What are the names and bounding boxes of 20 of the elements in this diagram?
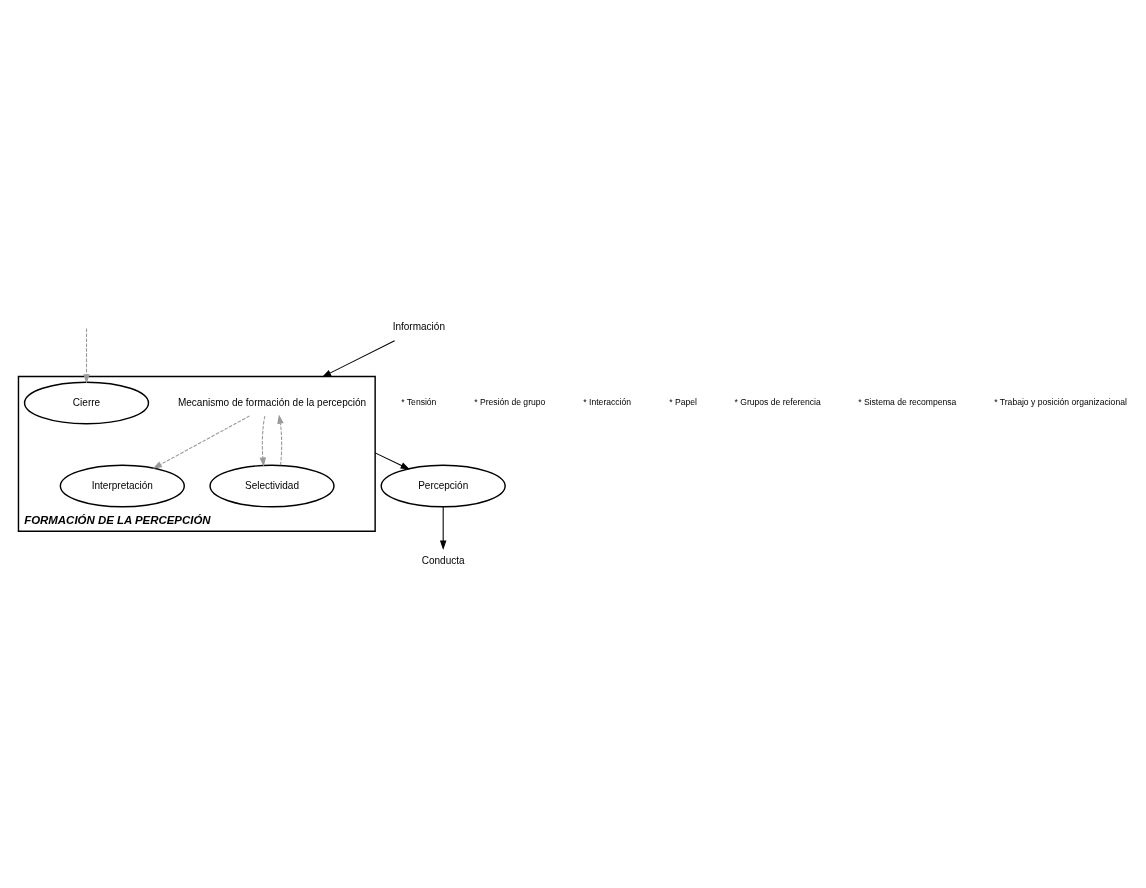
label: * Interacción <box>583 396 632 407</box>
arrow <box>277 413 284 466</box>
arrow <box>439 505 447 550</box>
arrow <box>321 339 396 377</box>
label: * Presión de grupo <box>474 396 546 407</box>
arrow <box>374 451 410 469</box>
label: * Papel <box>669 396 697 407</box>
label: * Grupos de referencia <box>734 396 821 407</box>
node-text: Información <box>392 320 445 332</box>
node-text: Mecanismo de formación de la percepción <box>177 396 367 408</box>
node-ellipse: Cierre <box>23 380 150 424</box>
label: * Tensión <box>401 396 437 407</box>
arrow <box>259 415 267 467</box>
label: * Sistema de recompensa <box>858 396 957 407</box>
node-ellipse: Interpretación <box>59 464 185 508</box>
node-text: Conducta <box>421 554 465 566</box>
node-ellipse: Selectividad <box>209 464 335 508</box>
arrow <box>152 414 251 469</box>
arrow <box>83 327 90 384</box>
label: * Trabajo y posición organizacional <box>994 396 1127 407</box>
